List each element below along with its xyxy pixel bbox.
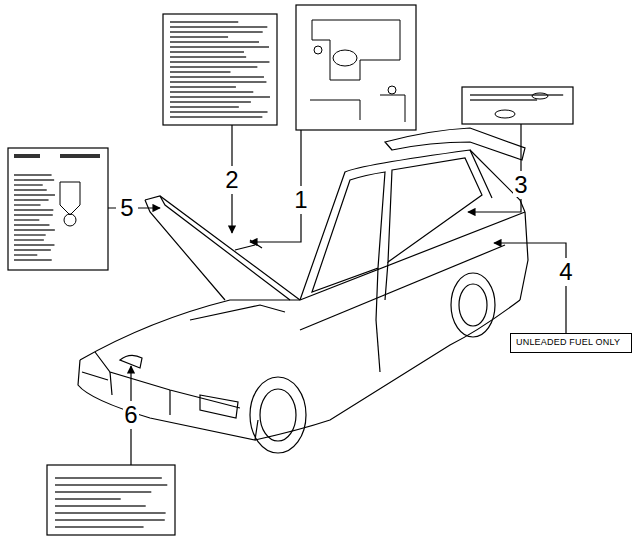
leader-lines xyxy=(108,124,566,465)
text-line xyxy=(470,99,537,100)
text-line xyxy=(170,86,236,87)
text-line xyxy=(14,214,53,215)
text-line xyxy=(14,244,54,245)
label-panels xyxy=(8,5,573,535)
text-line xyxy=(14,174,52,175)
text-line xyxy=(170,71,230,72)
text-line xyxy=(14,204,41,205)
unreadable-text-lines xyxy=(14,22,563,527)
label-panel xyxy=(47,465,175,535)
label-text: UNLEADED FUEL ONLY xyxy=(516,337,626,348)
car-body xyxy=(78,128,528,453)
text-line xyxy=(170,56,246,57)
text-line xyxy=(14,249,51,250)
callout-number: 2 xyxy=(224,168,239,192)
text-line xyxy=(170,31,263,32)
text-line xyxy=(55,526,144,527)
callout-number: 5 xyxy=(119,196,134,220)
text-line xyxy=(170,26,267,27)
text-line xyxy=(55,491,151,492)
callout-number: 1 xyxy=(293,188,308,212)
label-panel xyxy=(163,14,277,125)
text-line xyxy=(170,66,257,67)
text-line xyxy=(170,81,266,82)
text-line xyxy=(55,498,121,499)
text-line xyxy=(14,234,46,235)
callout-number: 6 xyxy=(123,403,138,427)
text-line xyxy=(14,199,49,200)
callout-number: 3 xyxy=(513,173,528,197)
text-line xyxy=(55,477,162,478)
text-line xyxy=(170,76,264,77)
text-line xyxy=(170,91,253,92)
text-line xyxy=(14,259,52,260)
text-line xyxy=(14,224,49,225)
text-line xyxy=(14,219,39,220)
text-line xyxy=(170,96,270,97)
text-line xyxy=(60,154,100,158)
text-line xyxy=(55,519,165,520)
text-line xyxy=(14,209,53,210)
text-line xyxy=(55,505,146,506)
text-line xyxy=(170,41,259,42)
text-line xyxy=(470,94,563,95)
text-line xyxy=(170,106,239,107)
text-line xyxy=(170,46,269,47)
text-line xyxy=(14,254,37,255)
text-line xyxy=(14,194,55,195)
text-line xyxy=(14,239,44,240)
text-line xyxy=(170,61,269,62)
callout-number: 4 xyxy=(558,260,573,284)
text-line xyxy=(170,51,244,52)
text-line xyxy=(14,189,47,190)
fuel-label-box: UNLEADED FUEL ONLY xyxy=(510,333,632,353)
text-line xyxy=(170,36,228,37)
text-line xyxy=(170,21,238,22)
label-panel xyxy=(8,148,108,270)
label-panel xyxy=(462,87,573,124)
text-line xyxy=(170,116,262,117)
label-panel xyxy=(296,5,416,130)
text-line xyxy=(55,512,166,513)
text-line xyxy=(170,111,268,112)
text-line xyxy=(55,484,167,485)
text-line xyxy=(14,229,55,230)
text-line xyxy=(14,154,40,158)
text-line xyxy=(170,101,251,102)
panel-drawings xyxy=(60,20,548,226)
text-line xyxy=(14,179,54,180)
text-line xyxy=(14,184,43,185)
